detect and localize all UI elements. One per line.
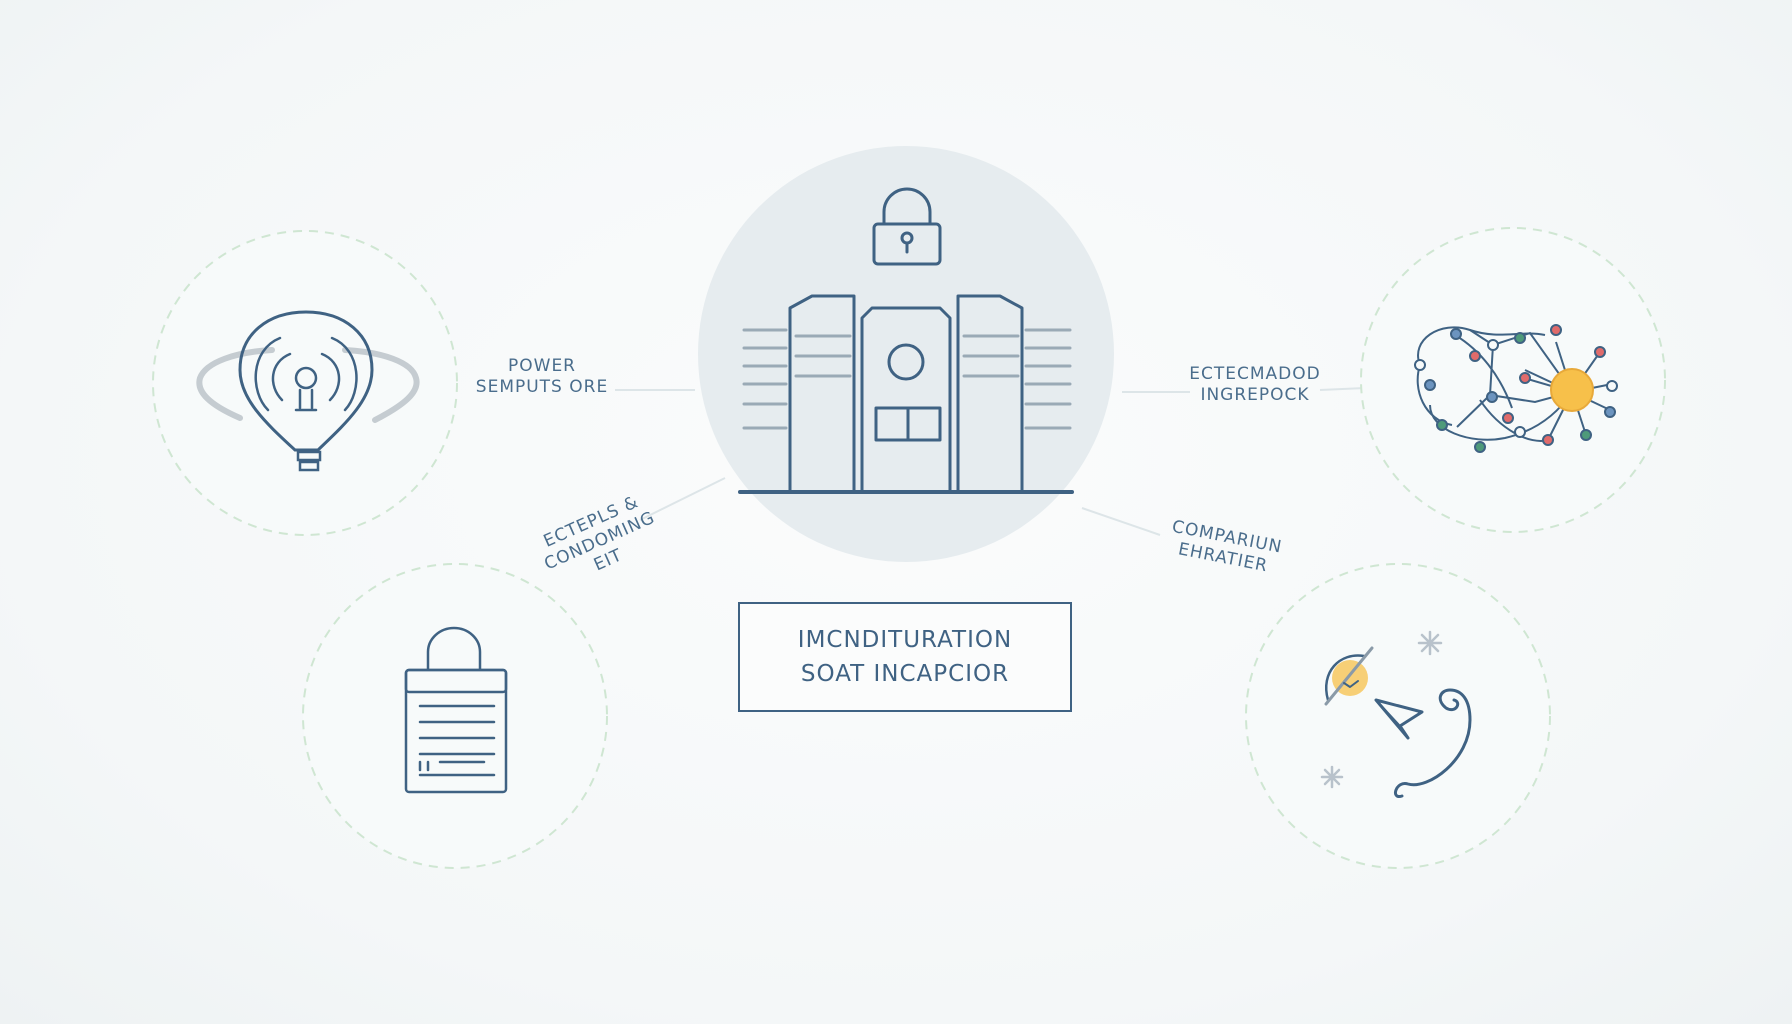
connector-top-right-2 <box>1319 387 1366 391</box>
center-circle <box>698 146 1114 562</box>
connector-bottom-left <box>639 477 726 521</box>
center-caption-box: IMCNDITURATION SOAT INCAPCIOR <box>738 602 1072 712</box>
label-top-right: ECTECMADOD INGREPOCK <box>1180 364 1330 406</box>
locked-document-icon <box>404 626 508 794</box>
label-top-right-line2: INGREPOCK <box>1200 385 1310 405</box>
center-caption-line1: IMCNDITURATION <box>797 627 1013 653</box>
node-circle-bottom-right <box>1245 563 1551 869</box>
paper-plane-spiral-icon <box>1320 630 1472 798</box>
secure-server-building-icon <box>738 187 1074 494</box>
label-top-left-line1: POWER <box>508 356 576 376</box>
node-circle-top-right <box>1360 227 1666 533</box>
label-top-left: POWER SEMPUTS ORE <box>462 356 622 398</box>
node-circles <box>152 227 1666 869</box>
label-top-left-line2: SEMPUTS ORE <box>475 377 609 397</box>
lightbulb-signal-icon <box>196 310 420 472</box>
node-circle-top-left <box>152 230 458 536</box>
connector-bottom-right <box>1081 507 1161 536</box>
connector-lines <box>615 387 1366 536</box>
label-top-right-line1: ECTECMADOD <box>1189 364 1321 384</box>
network-graph-icon <box>1414 324 1618 453</box>
center-caption-line2: SOAT INCAPCIOR <box>800 661 1010 687</box>
